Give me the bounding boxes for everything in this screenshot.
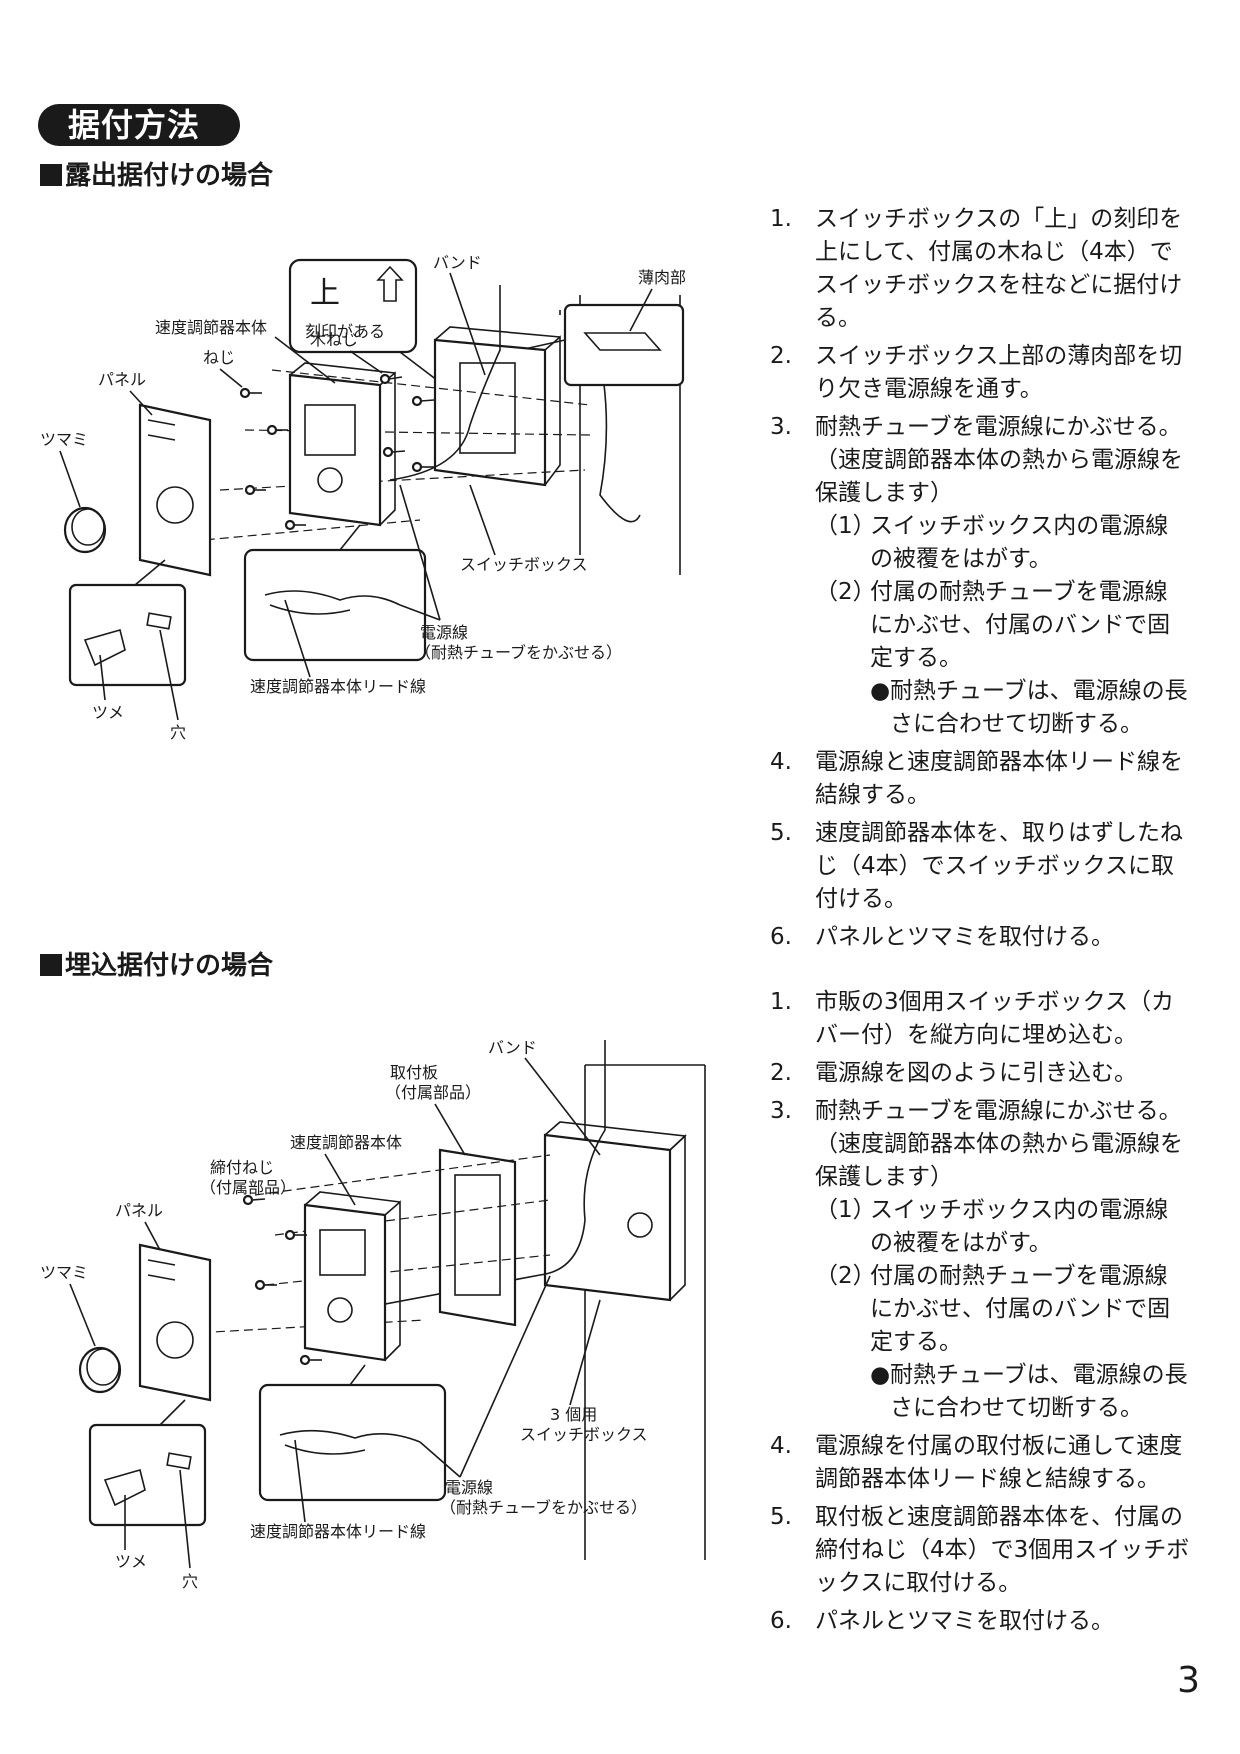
up-mark-char: 上 <box>310 276 340 311</box>
fastening-screw-icon <box>299 1354 322 1366</box>
section-heading-exposed: 露出据付けの場合 <box>40 160 273 192</box>
mount-plate <box>438 1148 517 1327</box>
page-number: 3 <box>1177 1660 1200 1701</box>
screw-icon <box>244 484 266 496</box>
wiring-detail-callout <box>258 1383 447 1502</box>
label-lead-wire: 速度調節器本体リード線 <box>250 1522 426 1541</box>
label-regulator-body: 速度調節器本体 <box>290 1133 402 1152</box>
wiring-detail-callout <box>243 548 427 662</box>
label-fastening-screw: 締付ねじ <box>210 1158 274 1177</box>
square-bullet-icon <box>40 954 62 976</box>
claw-hole-callout <box>68 583 187 687</box>
switch-box <box>543 1133 672 1302</box>
fastening-screw-icon <box>242 1194 266 1206</box>
embedded-install-diagram: バンド 取付板 （付属部品） 速度調節器本体 締付ねじ （付属部品） パネル ツ… <box>40 1040 706 1591</box>
label-wood-screw: 木ねじ <box>310 330 358 349</box>
label-power-wire: 電源線 <box>445 1478 493 1497</box>
label-hole: 穴 <box>182 1572 198 1591</box>
regulator-body <box>303 1203 387 1362</box>
switch-box <box>433 338 547 487</box>
exposed-steps: 1.スイッチボックスの「上」の刻印を上にして、付属の木ねじ（4本）でスイッチボッ… <box>770 203 1190 959</box>
wood-screw-icon <box>382 446 406 458</box>
step-item: 2.スイッチボックス上部の薄肉部を切り欠き電源線を通す。 <box>770 343 1183 402</box>
wood-screw-icon <box>411 395 435 407</box>
panel <box>138 403 212 577</box>
label-knob: ツマミ <box>40 430 88 449</box>
section-heading-embedded: 埋込据付けの場合 <box>40 950 273 982</box>
step-item: 4.電源線と速度調節器本体リード線を結線する。 <box>770 749 1183 808</box>
page-title: 据付方法 <box>38 104 240 146</box>
screw-icon <box>266 424 288 436</box>
step-item: 6.パネルとツマミを取付ける。 <box>770 924 1114 950</box>
label-power-wire: 電源線 <box>420 623 468 642</box>
step-item: 2.電源線を図のように引き込む。 <box>770 1060 1137 1086</box>
label-switch-box: スイッチボックス <box>460 555 588 574</box>
label-band: バンド <box>488 1040 537 1057</box>
note: ●耐熱チューブは、電源線の長さに合わせて切断する。 <box>870 678 1188 737</box>
wood-screw-icon <box>379 373 403 385</box>
thin-part-callout <box>563 303 685 387</box>
label-regulator-body: 速度調節器本体 <box>155 318 267 337</box>
up-mark-caption: 刻印がある <box>305 322 385 341</box>
substep-item: （1）スイッチボックス内の電源線の被覆をはがす。 <box>815 513 1169 572</box>
step-item: 3.耐熱チューブを電源線にかぶせる。（速度調節器本体の熱から電源線を保護します）… <box>770 411 1190 741</box>
embedded-steps: 1.市販の3個用スイッチボックス（カバー付）を縦方向に埋め込む。 2.電源線を図… <box>770 986 1190 1643</box>
substep-item: （2）付属の耐熱チューブを電源線にかぶせ、付属のバンドで固定する。 ●耐熱チュー… <box>815 1260 1190 1425</box>
label-band: バンド <box>433 255 482 272</box>
step-item: 5.取付板と速度調節器本体を、付属の締付ねじ（4本）で3個用スイッチボックスに取… <box>770 1504 1190 1596</box>
step-item: 6.パネルとツマミを取付ける。 <box>770 1608 1114 1634</box>
label-screw: ねじ <box>203 348 235 367</box>
label-switch-box-line1: 3 個用 <box>550 1405 597 1424</box>
heading-text: 露出据付けの場合 <box>65 161 274 191</box>
label-switch-box-line2: スイッチボックス <box>520 1425 648 1444</box>
screw-icon <box>284 519 306 531</box>
square-bullet-icon <box>40 164 62 186</box>
substep-item: （1）スイッチボックス内の電源線の被覆をはがす。 <box>815 1197 1169 1256</box>
label-hole: 穴 <box>170 723 186 742</box>
label-panel: パネル <box>98 370 146 389</box>
label-power-wire-note: （耐熱チューブをかぶせる） <box>440 1498 647 1517</box>
regulator-body <box>288 373 382 527</box>
substep-item: （2）付属の耐熱チューブを電源線にかぶせ、付属のバンドで固定する。 ●耐熱チュー… <box>815 576 1190 741</box>
wall <box>584 1065 706 1560</box>
label-panel: パネル <box>115 1201 163 1220</box>
label-mount-plate: 取付板 <box>390 1063 438 1082</box>
label-claw: ツメ <box>115 1552 147 1571</box>
up-arrow-icon <box>376 265 404 302</box>
screw-icon <box>239 387 262 399</box>
note: ●耐熱チューブは、電源線の長さに合わせて切断する。 <box>870 1362 1188 1421</box>
exposed-install-diagram: 上 刻印がある 薄肉部 バンド 速度調節器本体 木ねじ ねじ パネル ツマ <box>40 255 686 742</box>
wood-screw-icon <box>411 461 434 473</box>
label-mount-plate-note: （付属部品） <box>385 1083 481 1102</box>
step-item: 1.市販の3個用スイッチボックス（カバー付）を縦方向に埋め込む。 <box>770 989 1174 1048</box>
label-lead-wire: 速度調節器本体リード線 <box>250 677 426 696</box>
fastening-screw-icon <box>284 1229 307 1241</box>
step-item: 4.電源線を付属の取付板に通して速度調節器本体リード線と結線する。 <box>770 1433 1183 1492</box>
claw-hole-callout <box>88 1423 207 1527</box>
label-power-wire-note: （耐熱チューブをかぶせる） <box>415 643 622 662</box>
label-knob: ツマミ <box>40 1263 88 1282</box>
knob <box>78 1346 122 1394</box>
fastening-screw-icon <box>254 1279 277 1291</box>
label-claw: ツメ <box>92 703 124 722</box>
knob <box>63 506 107 554</box>
step-item: 1.スイッチボックスの「上」の刻印を上にして、付属の木ねじ（4本）でスイッチボッ… <box>770 206 1183 331</box>
step-item: 5.速度調節器本体を、取りはずしたねじ（4本）でスイッチボックスに取付ける。 <box>770 820 1183 912</box>
heading-text: 埋込据付けの場合 <box>65 951 274 981</box>
step-item: 3.耐熱チューブを電源線にかぶせる。（速度調節器本体の熱から電源線を保護します）… <box>770 1095 1190 1425</box>
label-thin-part: 薄肉部 <box>638 268 686 287</box>
label-fastening-screw-note: （付属部品） <box>200 1178 296 1197</box>
